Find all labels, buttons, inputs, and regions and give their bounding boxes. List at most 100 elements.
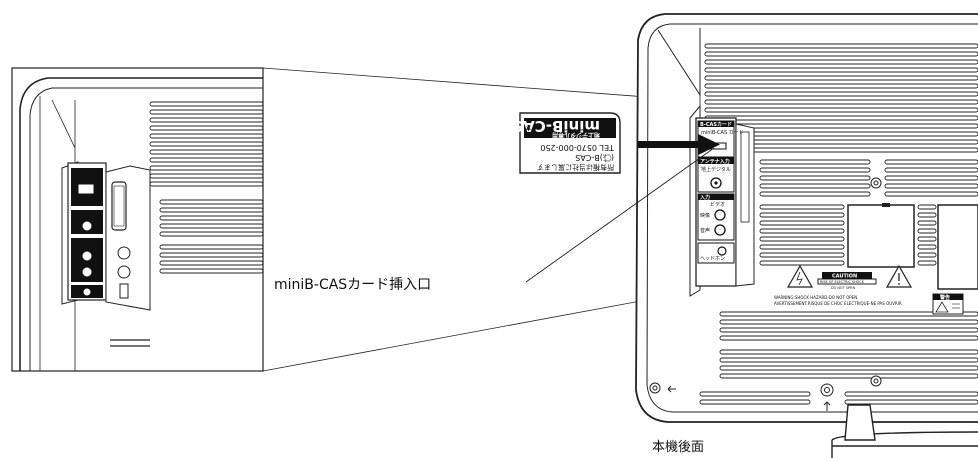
vent-slot [917, 252, 937, 258]
card-line2: (株)B-CAS [575, 153, 614, 163]
video-label: ビデオ [710, 201, 725, 208]
warning-en: WARNING:SHOCK HAZARD-DO NOT OPEN. [774, 295, 858, 300]
inset-port-panel [61, 161, 151, 347]
card-line1: 所有権は当社に属します [537, 163, 614, 172]
vent-slot [884, 167, 978, 173]
caution-title: CAUTION [832, 274, 857, 280]
rear-view-label: 本機後面 [652, 440, 704, 455]
vent-slot [719, 319, 978, 325]
card-line3: TEL 0570-000-250 [540, 143, 615, 152]
vent-slot [704, 107, 978, 113]
vent-slot [917, 212, 937, 218]
vent-slot [159, 223, 264, 229]
vent-slot [759, 236, 845, 242]
screw-holes [649, 177, 882, 397]
vent-slot [759, 191, 871, 197]
headphone-jack[interactable] [717, 246, 727, 256]
cas-slot-title: B-CASカード [700, 121, 732, 128]
headphone-label: ヘッドホン [700, 256, 725, 262]
vent-slot [844, 391, 978, 397]
vent-slot [759, 175, 871, 181]
zoom-inset [11, 67, 264, 372]
antenna-sub-label: 地上デジタル [701, 166, 731, 173]
vent-slot [704, 51, 978, 57]
vent-slot [704, 75, 978, 81]
mini-b-cas-card: miniB-CAS 地上デジタル専用 所有権は当社に属します (株)B-CAS … [512, 112, 621, 174]
zoom-guide-lines [262, 67, 701, 372]
vent-slot [719, 349, 978, 355]
vent-slot [159, 268, 264, 274]
warning-label: CAUTION RISK OF ELECTRIC SHOCK DO NOT OP… [774, 264, 964, 315]
vent-slot [159, 244, 264, 250]
input-label: 入力 [700, 194, 710, 201]
warning-jp: 警告 [939, 294, 950, 301]
vent-slot [159, 260, 264, 266]
vent-slot [884, 183, 978, 189]
vent-slot [149, 141, 264, 147]
audio-jack[interactable] [714, 224, 726, 236]
vent-slot [149, 125, 264, 131]
vent-slot [759, 260, 845, 266]
vent-slot [759, 228, 845, 234]
video-jack[interactable] [714, 209, 726, 221]
vent-slot [917, 220, 937, 226]
vent-slot [159, 199, 264, 205]
rear-vent-slots [699, 43, 978, 405]
card-logo: miniB-CAS [512, 117, 600, 135]
vent-slot [159, 231, 264, 237]
vent-slot [149, 101, 264, 107]
vent-slot [704, 91, 978, 97]
vent-slot [704, 67, 978, 73]
vent-slot [917, 228, 937, 234]
vent-slot [759, 204, 845, 210]
mount-recess-right [937, 204, 978, 290]
antenna-label: アンテナ入力 [700, 158, 730, 165]
vent-slot [149, 133, 264, 139]
vent-slot [884, 175, 978, 181]
audio-l-label: 映像 [700, 212, 710, 219]
caution-risk: RISK OF ELECTRIC SHOCK [820, 280, 865, 284]
card-badge: 地上デジタル専用 [552, 131, 600, 139]
vent-slot [917, 236, 937, 242]
vent-slot [704, 99, 978, 105]
svg-text:★: ★ [525, 124, 532, 133]
vent-slot [759, 220, 845, 226]
slot-label: miniB-CASカード挿入口 [274, 277, 431, 293]
vent-slot [884, 191, 978, 197]
slot-leader-line [525, 147, 715, 283]
vent-slot [759, 183, 871, 189]
vent-slot [844, 399, 978, 405]
vent-slot [704, 43, 978, 49]
insert-arrow [638, 134, 720, 155]
inset-vent-slots [149, 101, 264, 274]
vent-slot [917, 244, 937, 250]
vent-slot [149, 157, 264, 163]
vent-slot [719, 373, 978, 379]
vent-slot [759, 252, 845, 258]
warning-fr: AVERTISSEMENT:RISQUE DE CHOC ELECTRIQUE-… [774, 301, 903, 306]
stand-base [831, 404, 978, 458]
vent-slot [884, 159, 978, 165]
vent-slot [719, 335, 978, 341]
vent-slot [759, 244, 845, 250]
audio-r-label: 音声 [700, 227, 710, 234]
vent-slot [759, 212, 845, 218]
vent-slot [759, 167, 871, 173]
vent-slot [719, 365, 978, 371]
vent-slot [704, 83, 978, 89]
vent-slot [719, 311, 978, 317]
vent-slot [699, 391, 811, 397]
vent-slot [149, 117, 264, 123]
vent-slot [704, 59, 978, 65]
caution-do-not-open: DO NOT OPEN [831, 286, 856, 290]
vent-slot [917, 260, 937, 266]
vent-slot [159, 252, 264, 258]
vent-slot [699, 399, 811, 405]
rear-port-panel: B-CASカード miniB-CAS カード アンテナ入力 地上デジタル 入力 … [689, 104, 755, 297]
vent-slot [149, 109, 264, 115]
vent-slot [149, 149, 264, 155]
arrow-marks [667, 385, 831, 411]
cas-slot-subtitle: miniB-CAS カード [701, 130, 744, 136]
mount-recess-left [847, 204, 915, 268]
